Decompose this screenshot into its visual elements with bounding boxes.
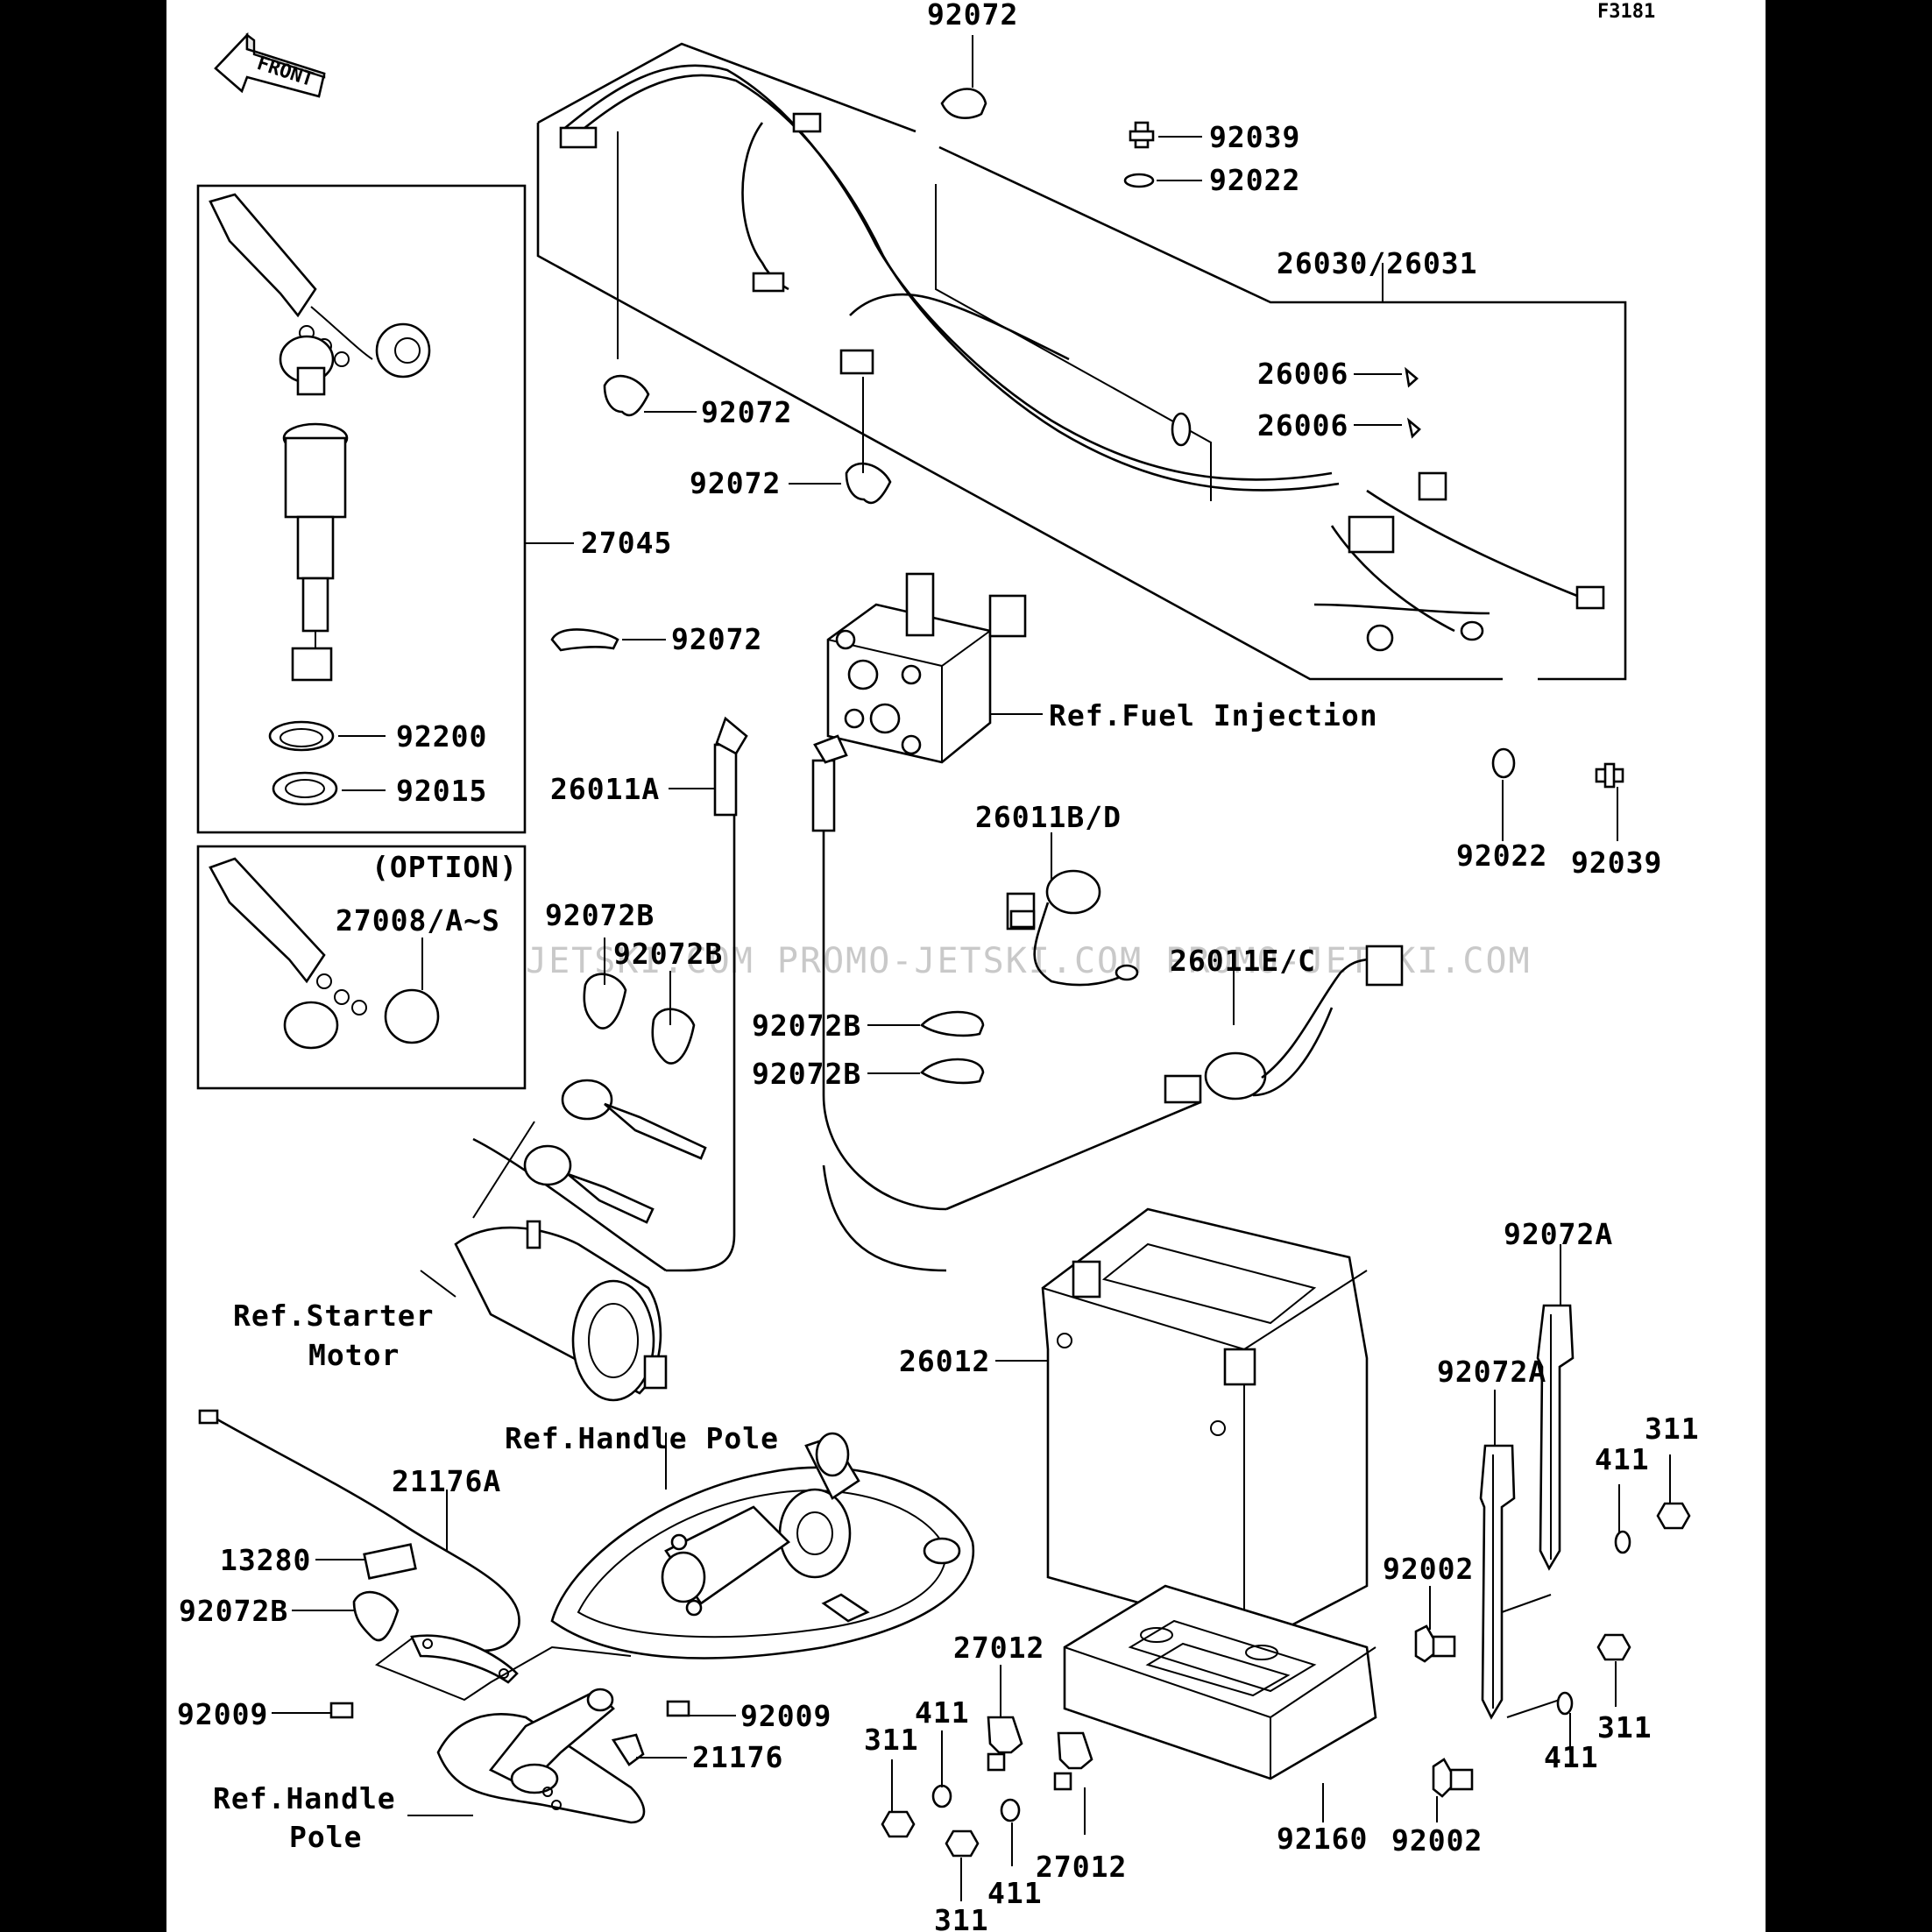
hardware-icons [329,121,1691,1858]
label-nut-ring: 92015 [396,774,487,808]
label-13280-icon [363,1543,417,1580]
diagram-sheet: JETSKI.COM PROMO-JETSKI.COM PROMO-JETSKI… [166,0,1766,1932]
parts-diagram: JETSKI.COM PROMO-JETSKI.COM PROMO-JETSKI… [177,0,1700,1932]
battery-strap-a2-icon [1479,1444,1516,1720]
label-clamp-b5: 92072B [179,1594,288,1628]
key-lanyard-icon [209,193,431,396]
option-key-icon [209,857,440,1050]
label-harness: 26030/26031 [1277,246,1478,280]
label-13280: 13280 [220,1543,311,1577]
cable-26011bd-icon [1006,869,1139,987]
label-ref-starter-1: Ref.Starter [233,1299,435,1333]
label-nut-311-r1: 311 [1645,1412,1700,1446]
label-washer-411-r1: 411 [1595,1442,1650,1476]
label-washer-411-b: 411 [987,1876,1043,1910]
label-clamp-b1: 92072B [545,898,655,932]
label-ring: 92200 [396,719,487,754]
label-washer-top: 92022 [1209,163,1300,197]
label-clamp-mid2: 92072 [690,466,781,500]
label-battery: 26012 [899,1344,990,1378]
label-cable-bd: 26011B/D [975,800,1122,834]
label-tray: 92160 [1277,1822,1368,1856]
cable-26011a [666,745,736,1272]
label-cable-ec: 26011E/C [1170,944,1316,978]
starter-cables-icon [472,1079,707,1224]
label-nut-311-b: 311 [934,1903,989,1932]
label-holder-21176: 21176 [692,1740,783,1774]
clamp-icons [352,88,987,1642]
label-sensor: 21176A [392,1464,501,1498]
starter-motor-icon [420,1220,668,1402]
label-washer-411-m: 411 [915,1695,970,1730]
figure-id: F3181 [1597,1,1655,23]
option-box [196,845,527,1090]
label-bracket-27012-1: 27012 [953,1631,1044,1665]
sensor-21176a-icon [198,1409,520,1684]
handle-pole-icon [550,1432,975,1660]
cable-26011ec-icon [945,945,1404,1211]
label-bolt-92002-2: 92002 [1391,1823,1483,1858]
relay-block-icon [826,572,1027,764]
label-bolt-top: 92039 [1209,120,1300,154]
leader-lines [272,35,1671,1901]
label-cable-a: 26011A [550,772,660,806]
battery-icon [1041,1207,1369,1640]
label-screw-92009-l: 92009 [177,1697,268,1731]
label-clip-1: 26006 [1257,357,1348,391]
label-washer-411-r2: 411 [1544,1740,1599,1774]
label-ref-handle-pole-b2: Pole [289,1820,362,1854]
label-key-option: 27008/A~S [336,903,500,938]
strap-leader [1501,1594,1552,1613]
label-band-a2: 92072A [1437,1355,1546,1389]
nut-92015-icon [272,771,338,806]
label-band-a1: 92072A [1504,1217,1613,1251]
label-clamp-top: 92072 [927,0,1018,32]
label-ref-handle-pole-b1: Ref.Handle [213,1781,396,1815]
label-nut-311-r2: 311 [1597,1710,1652,1744]
label-ref-fuel-injection: Ref.Fuel Injection [1049,698,1378,732]
label-bolt-92002-1: 92002 [1383,1552,1474,1586]
ignition-switch-icon [282,422,349,682]
label-nut-311-m: 311 [864,1723,919,1757]
part-labels: 92072 92039 92022 26030/26031 26006 2600… [177,0,1700,1932]
harness-frame [536,123,1503,681]
label-clamp-b3: 92072B [752,1008,861,1043]
front-arrow-icon: FRONT [214,32,326,98]
handle-pole-bottom-icon [436,1688,646,1824]
label-key-assy: 27045 [581,526,672,560]
label-bolt-right: 92039 [1571,846,1662,880]
label-bracket-27012-2: 27012 [1036,1850,1127,1884]
label-ref-handle-pole-top: Ref.Handle Pole [505,1421,779,1455]
label-clamp-mid3: 92072 [671,622,762,656]
key-assy-box [196,184,527,834]
battery-strap-a1-icon [1536,1304,1575,1571]
label-ref-starter-2: Motor [308,1338,400,1372]
battery-tray-icon [1063,1584,1377,1780]
label-screw-92009-r: 92009 [740,1699,832,1733]
main-harness [559,64,1605,652]
label-clamp-b2: 92072B [613,937,723,971]
label-clip-2: 26006 [1257,408,1348,442]
label-clamp-mid1: 92072 [701,395,792,429]
label-washer-right: 92022 [1456,839,1547,873]
label-option: (OPTION) [372,850,518,884]
label-clamp-b4: 92072B [752,1057,861,1091]
